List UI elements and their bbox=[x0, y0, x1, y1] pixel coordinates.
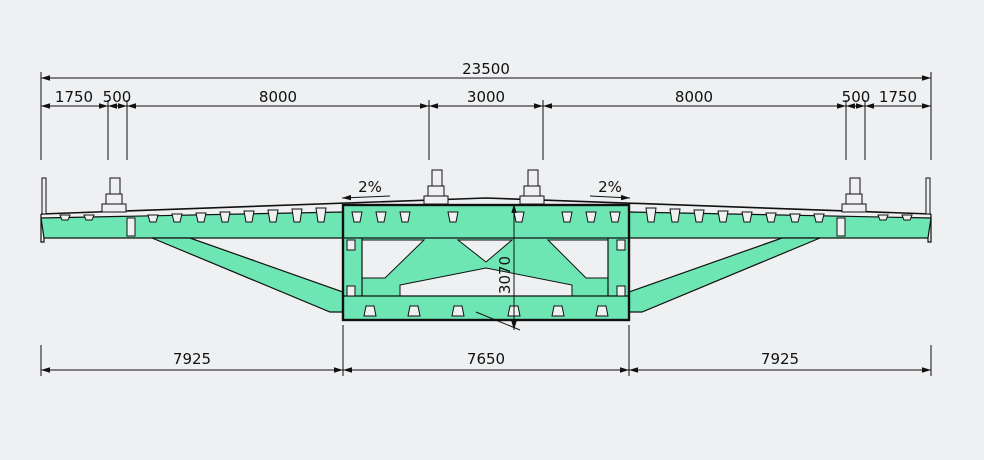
dim-overall: 23500 bbox=[462, 60, 510, 78]
dim-top-2: 500 bbox=[103, 88, 132, 106]
box-girder bbox=[341, 203, 631, 322]
dim-top-3: 8000 bbox=[259, 88, 297, 106]
height-dimension: 3070 bbox=[475, 204, 521, 331]
left-barrier bbox=[101, 177, 127, 213]
dim-bottom-3: 7925 bbox=[761, 350, 799, 368]
center-left-barrier bbox=[423, 169, 449, 205]
left-strut bbox=[151, 237, 344, 313]
slope-left-label: 2% bbox=[358, 178, 382, 196]
right-strut bbox=[628, 237, 821, 313]
right-barrier bbox=[841, 177, 867, 213]
dim-bottom-2: 7650 bbox=[467, 350, 505, 368]
dim-top-4: 3000 bbox=[467, 88, 505, 106]
deck-ribs bbox=[59, 207, 913, 317]
dim-height: 3070 bbox=[496, 256, 514, 294]
dim-top-7: 1750 bbox=[879, 88, 917, 106]
center-right-barrier bbox=[519, 169, 545, 205]
slope-right-arrow bbox=[589, 194, 631, 201]
railings bbox=[41, 169, 931, 215]
slope-right-label: 2% bbox=[598, 178, 622, 196]
left-outer-railing bbox=[41, 177, 47, 215]
dim-bottom-1: 7925 bbox=[173, 350, 211, 368]
top-dimensions: 23500 1750 500 8000 3000 8000 500 1750 bbox=[40, 60, 932, 160]
right-outer-railing bbox=[925, 177, 931, 215]
slope-left-arrow bbox=[341, 194, 391, 201]
deck-surface bbox=[40, 197, 932, 215]
slope-annotations: 2% 2% bbox=[341, 178, 631, 201]
dim-top-6: 500 bbox=[842, 88, 871, 106]
bridge-structure bbox=[40, 169, 932, 322]
dim-top-1: 1750 bbox=[55, 88, 93, 106]
bottom-dimensions: 7925 7650 7925 bbox=[40, 325, 932, 376]
dim-top-5: 8000 bbox=[675, 88, 713, 106]
